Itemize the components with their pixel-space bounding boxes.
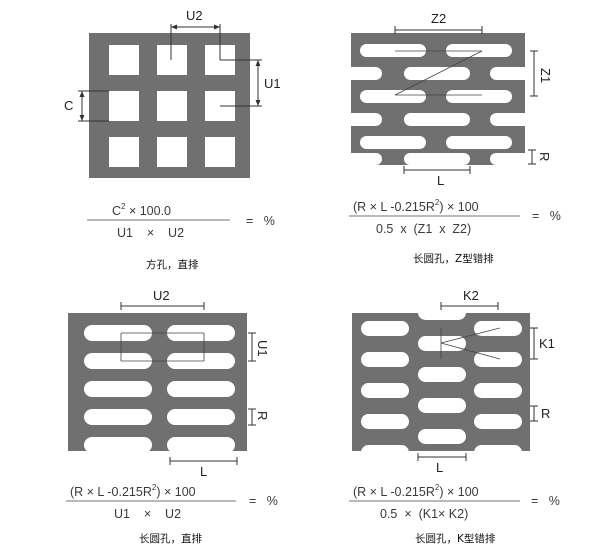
formula-slot-k: (R × L -0.215R2) × 100 0.5 × (K1× K2) = …	[349, 483, 560, 521]
square-hole	[157, 91, 187, 121]
slot-hole	[446, 90, 512, 103]
slot-hole	[418, 398, 466, 413]
slot-hole-grid	[361, 305, 522, 460]
square-hole	[109, 91, 139, 121]
formula-equals: = %	[531, 494, 560, 508]
dimension-l	[169, 457, 238, 465]
label-l: L	[200, 464, 207, 479]
label-u1: U1	[255, 340, 270, 357]
formula-numerator: (R × L -0.215R2) × 100	[70, 483, 196, 499]
formula-equals: = %	[249, 494, 278, 508]
caption-square: 方孔，直排	[146, 258, 199, 271]
square-hole	[109, 45, 139, 75]
slot-hole	[84, 381, 152, 397]
formula-numerator: (R × L -0.215R2) × 100	[353, 483, 479, 499]
slot-hole	[474, 414, 522, 429]
dimension-u2	[120, 302, 205, 310]
square-hole-grid	[109, 45, 235, 167]
label-u1: U1	[264, 76, 281, 91]
slot-hole	[361, 383, 409, 398]
slot-hole	[361, 352, 409, 367]
formula-denominator: U1 × U2	[117, 226, 184, 240]
panel-square-holes: U2 U1 C C2 × 100.0 U1 × U2 = %	[64, 8, 281, 271]
slot-hole	[361, 414, 409, 429]
dimension-r	[248, 408, 256, 426]
slot-hole	[446, 136, 512, 149]
pitch-lines	[120, 332, 205, 362]
slot-hole	[167, 381, 235, 397]
formula-equals: = %	[246, 214, 275, 228]
label-z1: Z1	[538, 68, 553, 83]
dimension-u1	[220, 59, 262, 107]
panel-slot-z: Z2 Z1 R L (R × L -0.215R2) × 100 0.	[320, 11, 565, 265]
panel-slot-straight: U2 U1 R L (R × L -0.215R2) × 100 U1	[60, 288, 278, 545]
slot-hole	[84, 325, 152, 341]
caption-slot-z: 长圆孔，Z型错排	[413, 252, 494, 265]
dimension-k1	[530, 327, 538, 360]
slot-hole	[360, 44, 426, 57]
label-r: R	[255, 411, 270, 420]
dimension-u2	[170, 24, 221, 60]
formula-equals: = %	[532, 209, 561, 223]
label-l: L	[437, 173, 444, 188]
label-l: L	[436, 460, 443, 475]
dimension-u1	[248, 332, 256, 362]
slot-hole	[84, 353, 152, 369]
slot-hole	[360, 90, 426, 103]
dimension-l	[417, 453, 467, 461]
dimension-c	[78, 90, 109, 122]
label-k2: K2	[463, 288, 479, 303]
slot-hole	[474, 352, 522, 367]
dimension-l	[403, 166, 471, 174]
slot-hole	[84, 437, 152, 453]
panel-slot-k: K2 K1 R L (R × L -0.215R2) × 100 0.	[340, 288, 560, 545]
caption-slot-k: 长圆孔，K型错排	[415, 532, 496, 545]
label-c: C	[64, 98, 73, 113]
slot-hole	[418, 367, 466, 382]
k-pattern-lines	[440, 327, 501, 360]
label-z2: Z2	[431, 11, 446, 26]
formula-denominator: U1 × U2	[114, 507, 181, 521]
formula-slot-z: (R × L -0.215R2) × 100 0.5 x (Z1 x Z2) =…	[349, 198, 561, 236]
z-pattern-lines	[394, 50, 483, 96]
dimension-r	[528, 149, 536, 165]
slot-hole	[446, 44, 512, 57]
label-r: R	[537, 152, 552, 161]
slot-hole	[360, 136, 426, 149]
formula-numerator: (R × L -0.215R2) × 100	[353, 198, 479, 214]
slot-hole	[404, 113, 470, 126]
square-hole	[205, 137, 235, 167]
formula-denominator: 0.5 × (K1× K2)	[380, 507, 468, 521]
square-hole	[109, 137, 139, 167]
label-k1: K1	[539, 336, 555, 351]
formula-slot-straight: (R × L -0.215R2) × 100 U1 × U2 = %	[66, 483, 278, 521]
dimension-k2	[440, 302, 499, 310]
label-u2: U2	[153, 288, 170, 303]
dimension-z2	[394, 26, 483, 34]
slot-hole	[361, 321, 409, 336]
dimension-z1	[530, 50, 538, 97]
label-r: R	[541, 406, 550, 421]
slot-hole	[404, 153, 470, 165]
formula-square: C2 × 100.0 U1 × U2 = %	[87, 202, 275, 240]
slot-hole	[167, 409, 235, 425]
slot-hole	[474, 383, 522, 398]
formula-denominator: 0.5 x (Z1 x Z2)	[376, 222, 471, 236]
square-hole	[157, 45, 187, 75]
slot-hole	[167, 437, 235, 453]
dimension-r	[530, 405, 538, 422]
caption-slot-straight: 长圆孔，直排	[139, 532, 202, 545]
slot-hole	[418, 429, 466, 444]
slot-hole	[84, 409, 152, 425]
formula-numerator: C2 × 100.0	[112, 202, 171, 218]
label-u2: U2	[186, 8, 203, 23]
square-hole	[157, 137, 187, 167]
